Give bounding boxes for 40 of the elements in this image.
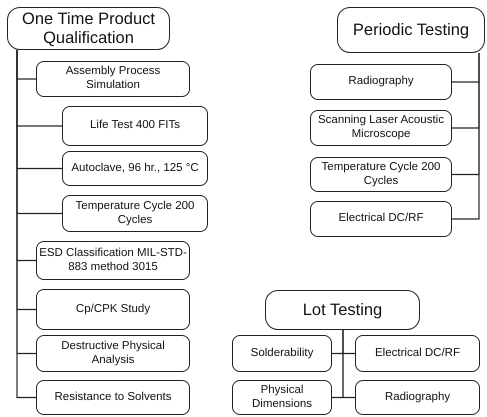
test-name: Radiography <box>347 75 415 89</box>
category-box <box>7 7 170 50</box>
test-box <box>355 380 480 415</box>
test-box <box>36 335 190 372</box>
category-box <box>337 7 485 53</box>
test-name: Life Test 400 FITs <box>89 119 181 133</box>
test-box <box>310 64 452 100</box>
test-box <box>232 380 332 415</box>
test-name: Solderability <box>250 346 314 360</box>
category-title: Periodic Testing <box>352 20 470 40</box>
test-name: Cp/CPK Study <box>74 302 152 316</box>
category-title: Lot Testing <box>302 300 384 320</box>
category-box <box>265 290 420 330</box>
test-box <box>36 241 190 280</box>
test-box <box>355 335 480 372</box>
test-box <box>310 201 452 237</box>
test-name: Resistance to Solvents <box>54 390 172 404</box>
test-box <box>62 151 208 186</box>
test-name: Temperature Cycle 200 Cycles <box>320 160 442 188</box>
test-name: Electrical DC/RF <box>374 346 461 360</box>
test-name: Physical Dimensions <box>250 384 314 412</box>
connector-line <box>342 330 355 398</box>
test-name: Assembly Process Simulation <box>64 65 162 93</box>
test-box <box>62 195 208 232</box>
connector-line <box>452 53 480 220</box>
category-title: One Time Product Qualification <box>21 10 156 47</box>
test-name: Destructive Physical Analysis <box>60 340 166 368</box>
test-box <box>310 110 452 146</box>
test-box <box>310 157 452 192</box>
test-name: Electrical DC/RF <box>338 212 424 226</box>
test-box <box>36 289 190 330</box>
test-name: Autoclave, 96 hr., 125 °C <box>70 162 200 176</box>
test-name: Scanning Laser Acoustic Microscope <box>317 114 445 142</box>
test-name: ESD Classification MIL-STD-883 method 3015 <box>38 246 188 274</box>
test-name: Temperature Cycle 200 Cycles <box>74 200 196 228</box>
test-box <box>36 380 190 415</box>
test-box <box>62 106 208 146</box>
test-box <box>36 61 190 97</box>
test-name: Radiography <box>384 390 452 404</box>
test-box <box>232 335 332 372</box>
